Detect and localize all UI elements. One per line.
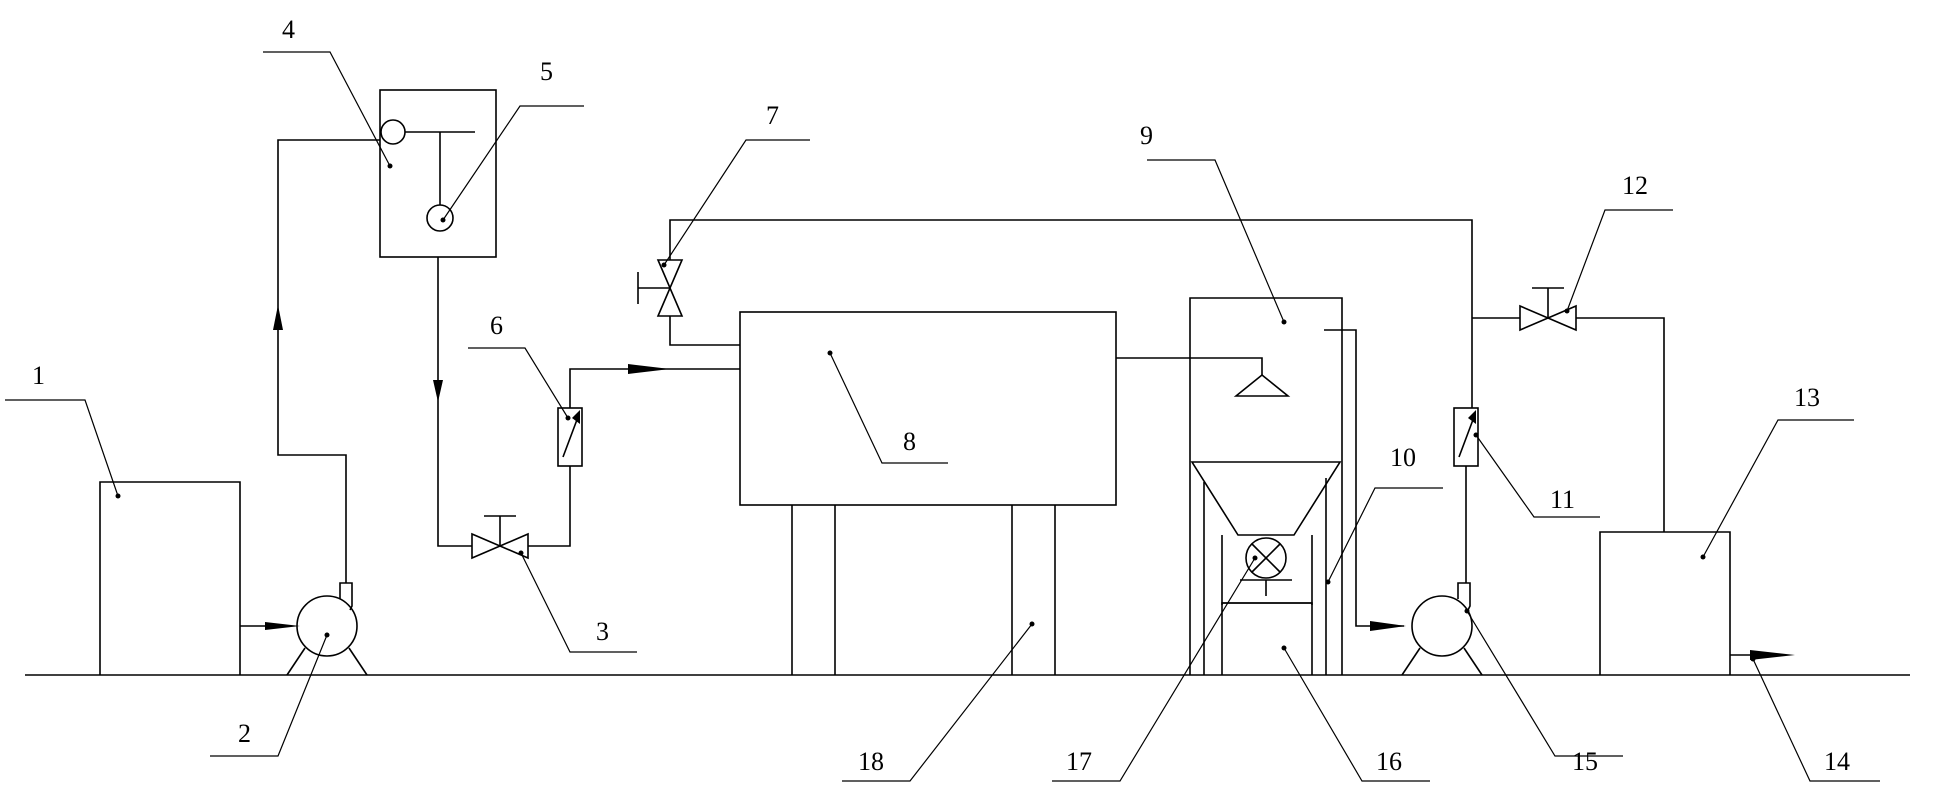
component-2-pump <box>210 582 368 757</box>
hopper <box>1190 461 1342 675</box>
component-7-valve <box>637 139 1473 346</box>
component-3-valve <box>471 515 637 653</box>
valve-to-tank8-pipe <box>528 364 740 547</box>
component-5-float <box>426 105 584 232</box>
component-17-rotary-valve <box>1052 537 1292 782</box>
component-11-flowmeter <box>1453 407 1600 518</box>
label-7: 7 <box>766 101 779 130</box>
label-13: 13 <box>1794 383 1820 412</box>
label-2: 2 <box>238 719 251 748</box>
label-3: 3 <box>596 617 609 646</box>
label-14: 14 <box>1824 747 1850 776</box>
component-14-outlet <box>1730 650 1880 782</box>
label-18: 18 <box>858 747 884 776</box>
component-12-valve <box>1472 209 1673 532</box>
component-10-drain-pipe <box>1324 329 1443 631</box>
pump-to-header-pipe <box>273 139 380 583</box>
label-9: 9 <box>1140 121 1153 150</box>
component-8-main-tank <box>739 311 1117 506</box>
label-11: 11 <box>1550 485 1575 514</box>
label-6: 6 <box>490 311 503 340</box>
header-to-valve-pipe <box>433 257 472 547</box>
return-pipe <box>1465 318 1473 583</box>
label-4: 4 <box>282 15 295 44</box>
component-6-flowmeter <box>468 347 583 467</box>
label-16: 16 <box>1376 747 1402 776</box>
component-13-product-tank <box>1599 419 1854 675</box>
label-10: 10 <box>1390 443 1416 472</box>
component-4-header-tank <box>263 51 497 258</box>
label-5: 5 <box>540 57 553 86</box>
component-18-support-legs <box>791 505 1056 782</box>
component-16-collecting-bin <box>1221 602 1430 782</box>
label-8: 8 <box>903 427 916 456</box>
component-9-chamber <box>1147 159 1343 675</box>
tank8-to-sprinkler-pipe <box>1116 357 1291 397</box>
label-1: 1 <box>32 361 45 390</box>
component-15-pump <box>1401 582 1623 757</box>
tank-to-pump-pipe <box>240 622 300 630</box>
component-1-tank <box>5 399 241 675</box>
label-15: 15 <box>1572 747 1598 776</box>
label-17: 17 <box>1066 747 1092 776</box>
label-12: 12 <box>1622 171 1648 200</box>
